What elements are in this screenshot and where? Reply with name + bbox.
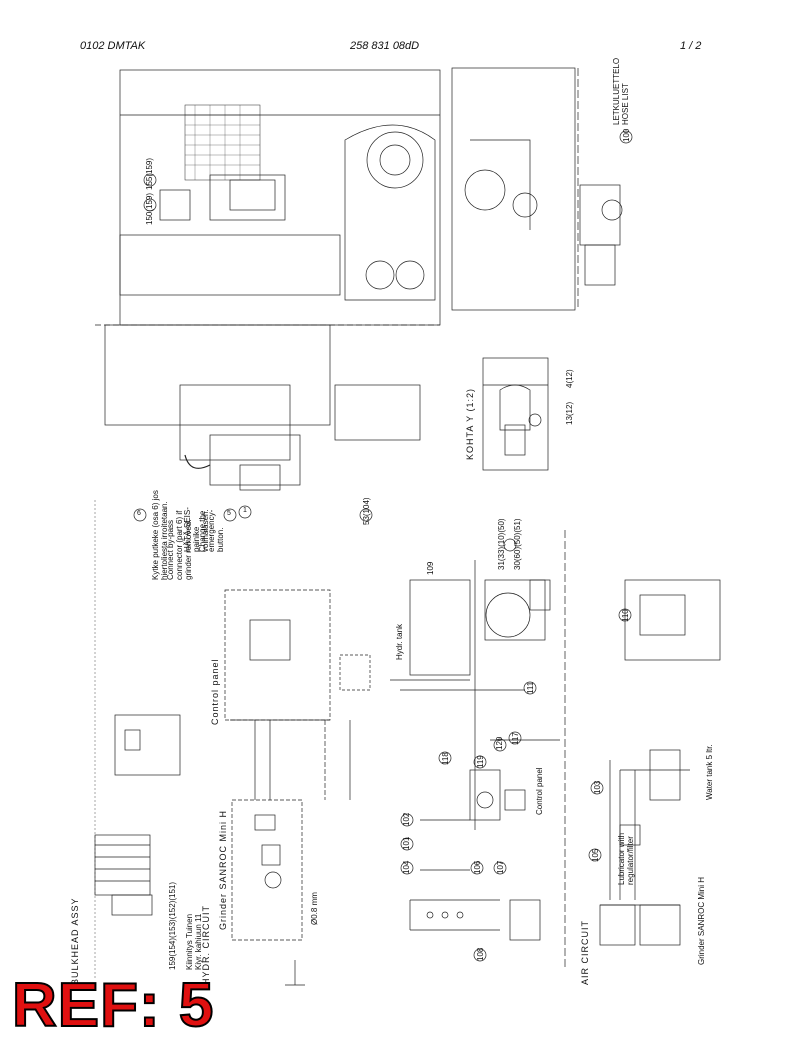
callout-118: 118 — [441, 752, 450, 765]
callout-53: 53(104) — [362, 497, 371, 525]
note-emergency-en: Change the emergency-button. — [198, 509, 225, 552]
callout-107: 107 — [496, 860, 505, 874]
callout-120: 120 — [495, 736, 504, 750]
callout-106: 106 — [473, 860, 482, 874]
hydr-tank-label: Hydr. tank — [395, 623, 404, 660]
callout-6: 6 — [137, 510, 141, 517]
callout-100: 100 — [622, 128, 631, 142]
header-right: 1 / 2 — [680, 40, 702, 52]
callout-105: 105 — [591, 848, 600, 862]
callout-119: 119 — [476, 755, 485, 768]
callout-1: 1 — [243, 507, 247, 514]
bulkhead-assy — [94, 714, 181, 916]
callout-101: 101 — [402, 836, 411, 850]
callout-30: 30(60)(50)(51) — [513, 518, 522, 570]
hose-list-label: LETKULUETTELO HOSE LIST — [612, 57, 630, 125]
grinder-label: Grinder SANROC Mini H — [218, 809, 228, 930]
callout-150: 150(159) — [145, 192, 154, 225]
callout-104: 104 — [402, 860, 411, 874]
machine-side-view — [451, 67, 623, 311]
callout-5: 5 — [227, 510, 231, 517]
air-circuit-label: AIR CIRCUIT — [580, 920, 590, 985]
callout-108: 108 — [476, 947, 485, 961]
machine-mid-view — [104, 324, 421, 491]
callout-155: 155(159) — [145, 157, 154, 190]
control-panel-label-2: Control panel — [535, 767, 544, 815]
water-tank-label: Water tank 5 ltr. — [705, 744, 714, 800]
lower-manifold — [409, 899, 541, 941]
ref-label: REF: 5 — [11, 971, 215, 1040]
callout-159: 159(154)(153)(152)(151) — [168, 881, 177, 970]
callout-111: 111 — [526, 681, 535, 694]
kohta-label: KOHTA Y (1:2) — [465, 387, 475, 460]
grinder-label-2: Grinder SANROC Mini H — [697, 876, 706, 965]
callout-102: 102 — [402, 812, 411, 826]
air-circuit — [599, 579, 721, 946]
control-panel-label: Control panel — [210, 658, 220, 725]
kiinnitys-label: Kiinnitys Tuinen Kiyr. kahiuun 11 — [185, 913, 203, 970]
hydr-circuit — [224, 589, 371, 986]
detail-kohta-y — [482, 357, 549, 471]
callout-109: 109 — [426, 561, 435, 575]
control-panel-block — [420, 769, 526, 871]
callout-4: 4(12) — [565, 369, 574, 388]
callout-31: 31(33)(10)(50) — [497, 518, 506, 570]
header-left: 0102 DMTAK — [80, 40, 146, 52]
machine-top-view — [119, 69, 441, 326]
lubricator-label: Lubricator with regulator/filter — [617, 832, 635, 885]
hydr-tank — [390, 560, 560, 830]
callout-110: 110 — [621, 609, 630, 622]
diameter-label: Ø0.8 mm — [310, 892, 319, 925]
callout-103: 103 — [593, 780, 602, 794]
callout-13: 13(12) — [565, 401, 574, 425]
callout-circles — [133, 130, 633, 962]
header-center: 258 831 08dD — [350, 40, 420, 52]
callout-117: 117 — [511, 732, 520, 745]
